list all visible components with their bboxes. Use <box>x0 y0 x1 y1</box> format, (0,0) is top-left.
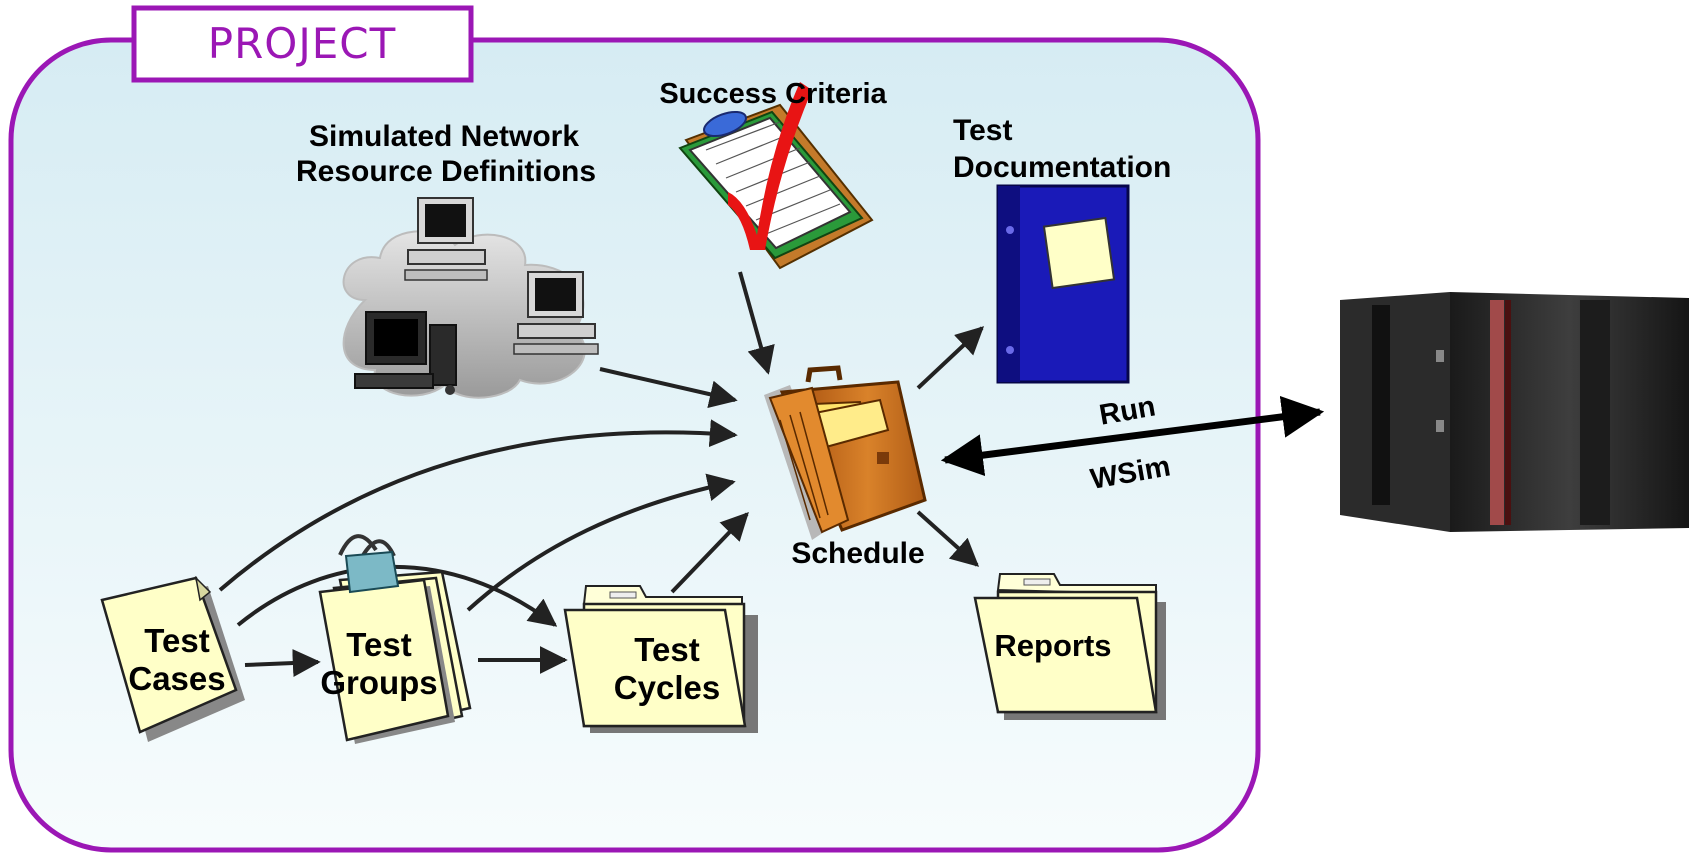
flow-arrows <box>218 271 985 678</box>
arrow-cases-to-groups <box>244 649 321 678</box>
test-groups-label-line1: Test <box>346 626 411 663</box>
document-page-icon <box>100 575 245 742</box>
arrow-schedule-to-reports <box>916 510 980 567</box>
schedule-label: Schedule <box>791 537 924 570</box>
documentation-label-line1: Test <box>953 114 1012 147</box>
clipped-documents-icon <box>318 534 472 744</box>
arrow-cycles-to-schedule <box>670 511 749 594</box>
clipboard-checkmark-icon <box>678 82 874 270</box>
network-label-line2: Resource Definitions <box>296 155 596 188</box>
briefcase-icon <box>764 365 927 540</box>
reports-folder-icon <box>973 573 1166 720</box>
reports-label: Reports <box>994 628 1111 663</box>
success-criteria-label: Success Criteria <box>659 78 887 110</box>
test-cases-label-line1: Test <box>144 622 209 659</box>
computer-network-cloud-icon <box>342 197 599 399</box>
arrow-criteria-to-schedule <box>738 271 775 375</box>
mainframe-server-icon <box>1340 292 1689 532</box>
test-cases-label-line2: Cases <box>128 660 225 697</box>
arrow-cases-to-schedule <box>218 419 738 592</box>
binder-icon <box>996 184 1130 384</box>
arrow-schedule-to-documentation <box>916 326 985 390</box>
run-wsim-double-arrow <box>940 395 1325 477</box>
project-title-tab: PROJECT <box>131 5 474 83</box>
test-cycles-label-line1: Test <box>634 631 699 668</box>
test-groups-label-line2: Groups <box>320 664 437 701</box>
project-title: PROJECT <box>208 19 396 68</box>
network-label-line1: Simulated Network <box>309 120 579 153</box>
folder-icon <box>563 585 758 733</box>
arrow-groups-to-schedule <box>466 473 736 612</box>
documentation-label-line2: Documentation <box>953 151 1171 184</box>
test-cycles-label-line2: Cycles <box>614 669 720 706</box>
arrow-network-to-schedule <box>599 367 738 409</box>
